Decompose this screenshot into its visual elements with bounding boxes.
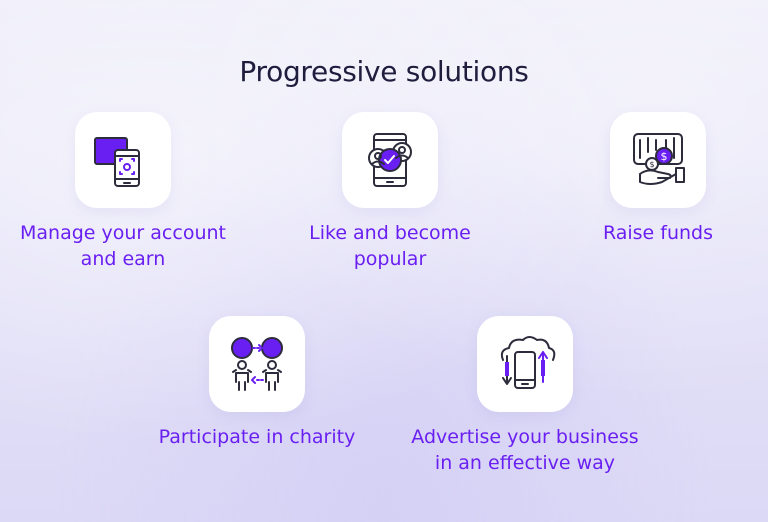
feature-charity: Participate in charity [128,316,386,450]
svg-text:$: $ [661,150,668,163]
feature-label-line1: Like and become [309,222,471,244]
feature-label-line2: and earn [80,248,166,270]
charity-people-icon [209,316,305,412]
phone-account-icon [75,112,171,208]
feature-label-line2: in an effective way [434,452,616,474]
feature-manage-account: Manage your account and earn [0,112,246,272]
feature-like-popular: Like and become popular [270,112,510,272]
advertise-cloud-icon [477,316,573,412]
feature-label-line1: Advertise your business [411,426,639,448]
feature-label-line1: Manage your account [20,222,226,244]
feature-advertise: Advertise your business in an effective … [398,316,652,476]
feature-label-line1: Participate in charity [158,426,356,448]
page-title: Progressive solutions [239,54,529,88]
feature-raise-funds: $ $ Raise funds [540,112,768,246]
svg-text:$: $ [649,160,654,169]
phone-likes-icon [342,112,438,208]
feature-label-line2: popular [353,248,427,270]
feature-label-line1: Raise funds [602,222,714,244]
raise-funds-icon: $ $ [610,112,706,208]
